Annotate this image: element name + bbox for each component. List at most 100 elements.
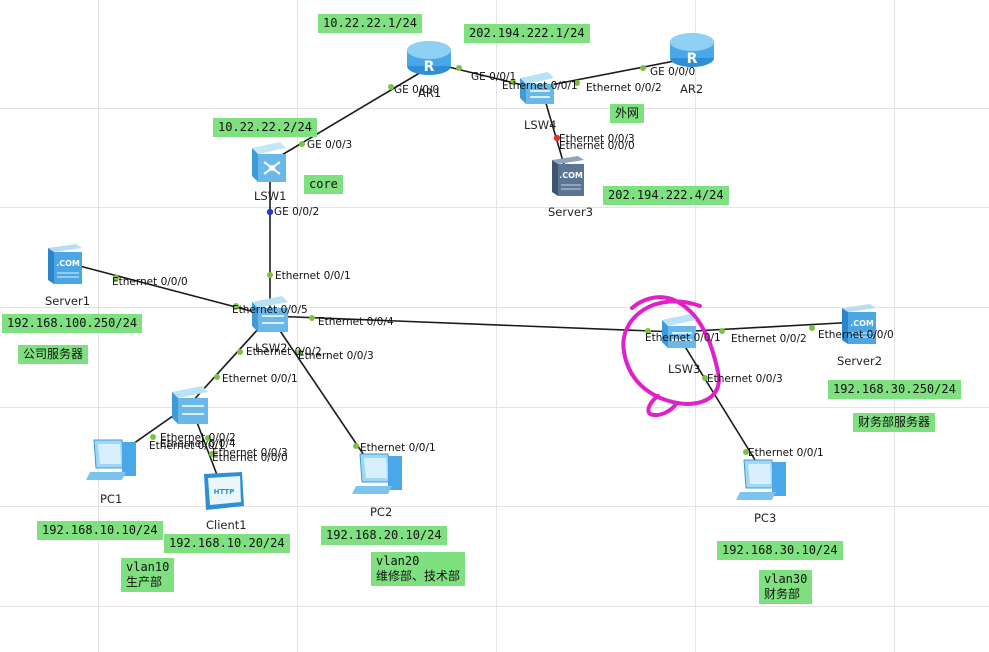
device-label-lsw1: LSW1 — [254, 189, 287, 203]
device-label-ar2: AR2 — [680, 82, 704, 96]
device-label-pc3: PC3 — [754, 511, 777, 525]
port-dot — [719, 328, 725, 334]
port-dot-blue — [266, 208, 274, 216]
port-dot — [237, 349, 243, 355]
port-dot — [150, 434, 156, 440]
switch-lsw4[interactable] — [518, 70, 556, 110]
port-label: Ethernet 0/0/1 — [645, 332, 721, 344]
note-pc3-ip[interactable]: 192.168.30.10/24 — [717, 541, 843, 560]
note-vlan10[interactable]: vlan10 生产部 — [121, 558, 175, 592]
link-lsw2-lsw3 — [269, 315, 677, 333]
port-dot — [388, 84, 394, 90]
device-label-lsw2: LSW2 — [255, 341, 288, 355]
pc-icon — [86, 439, 136, 480]
note-ar1-ip[interactable]: 10.22.22.1/24 — [318, 14, 422, 33]
note-server2-ip[interactable]: 192.168.30.250/24 — [828, 380, 961, 399]
switch-icon — [662, 314, 696, 348]
pc-pc2[interactable] — [352, 452, 404, 502]
port-label: Ethernet 0/0/0 — [818, 329, 894, 341]
port-dot — [267, 272, 273, 278]
svg-text:.COM: .COM — [559, 171, 583, 180]
grid-line — [0, 307, 989, 308]
note-lsw1-ip[interactable]: 10.22.22.2/24 — [213, 118, 317, 137]
port-label: Ethernet 0/0/1 — [275, 270, 351, 282]
switch-lsw1[interactable] — [248, 140, 290, 188]
switch-icon — [172, 386, 208, 424]
port-label: Ethernet 0/0/0 — [112, 276, 188, 288]
port-dot — [297, 349, 303, 355]
note-finance-server[interactable]: 财务部服务器 — [853, 413, 936, 432]
switch-lsw3[interactable] — [660, 312, 698, 354]
pc-pc1[interactable] — [86, 438, 138, 488]
server-server3[interactable]: .COM — [548, 154, 586, 202]
note-pc1-ip[interactable]: 192.168.10.10/24 — [37, 521, 163, 540]
svg-text:.COM: .COM — [850, 319, 874, 328]
http-client-icon: HTTP — [204, 472, 244, 510]
port-label: Ethernet 0/0/3 — [212, 447, 288, 459]
switch-icon — [252, 296, 288, 332]
port-label: Ethernet 0/0/1 — [502, 80, 578, 92]
pc-icon — [736, 459, 786, 500]
svg-text:R: R — [687, 51, 698, 67]
note-vlan20[interactable]: vlan20 维修部、技术部 — [371, 552, 466, 586]
port-label: Ethernet 0/0/1 — [360, 442, 436, 454]
switch-access[interactable] — [170, 384, 212, 430]
server-icon: .COM — [842, 304, 876, 344]
svg-text:.COM: .COM — [56, 259, 80, 268]
port-dot — [510, 79, 516, 85]
port-label: Ethernet 0/0/4 — [160, 438, 236, 450]
switch-lsw2[interactable] — [250, 294, 292, 338]
note-pc2-ip[interactable]: 192.168.20.10/24 — [321, 526, 447, 545]
pc-icon — [352, 453, 402, 494]
server-server1[interactable]: .COM — [44, 242, 86, 290]
port-label: GE 0/0/2 — [274, 206, 320, 218]
server-server2[interactable]: .COM — [838, 302, 880, 350]
device-label-server2: Server2 — [837, 354, 883, 368]
pc-pc3[interactable] — [736, 458, 788, 508]
port-label: Ethernet 0/0/2 — [731, 333, 807, 345]
client-client1[interactable]: HTTP — [198, 470, 248, 518]
router-icon: R — [670, 33, 714, 67]
router-ar1[interactable]: R — [405, 38, 453, 82]
port-dot — [743, 449, 749, 455]
grid-line — [0, 606, 989, 607]
port-dot — [233, 303, 239, 309]
port-label: Ethernet 0/0/1 — [149, 440, 225, 452]
port-label: Ethernet 0/0/2 — [586, 82, 662, 94]
port-dot — [309, 315, 315, 321]
note-server1-ip[interactable]: 192.168.100.250/24 — [2, 314, 143, 333]
port-label: GE 0/0/0 — [650, 66, 696, 78]
port-label: Ethernet 0/0/3 — [707, 373, 783, 385]
note-client1-ip[interactable]: 192.168.10.20/24 — [164, 534, 290, 553]
router-ar2[interactable]: R — [668, 30, 716, 74]
note-ar1-wan-ip[interactable]: 202.194.222.1/24 — [464, 24, 590, 43]
port-dot — [353, 443, 359, 449]
grid-line — [0, 407, 989, 408]
port-dot — [214, 374, 220, 380]
device-label-pc1: PC1 — [100, 492, 123, 506]
link-lsw4-ar2 — [534, 57, 691, 89]
core-switch-icon — [252, 142, 286, 182]
port-dot — [809, 325, 815, 331]
note-extnet[interactable]: 外网 — [610, 104, 645, 123]
note-vlan30[interactable]: vlan30 财务部 — [759, 570, 813, 604]
port-label: GE 0/0/1 — [471, 71, 517, 83]
port-dot-red — [553, 134, 561, 142]
port-dot — [299, 141, 305, 147]
device-label-pc2: PC2 — [370, 505, 393, 519]
device-label-server1: Server1 — [45, 294, 91, 308]
port-label: Ethernet 0/0/1 — [222, 373, 298, 385]
port-dot — [205, 435, 211, 441]
port-dot — [456, 65, 462, 71]
note-core[interactable]: core — [304, 175, 343, 194]
port-label: Ethernet 0/0/2 — [246, 346, 322, 358]
note-server3-ip[interactable]: 202.194.222.4/24 — [603, 186, 729, 205]
server-icon: .COM — [48, 244, 82, 284]
device-label-client1: Client1 — [206, 518, 247, 532]
port-label: Ethernet 0/0/1 — [748, 447, 824, 459]
note-company-server[interactable]: 公司服务器 — [18, 345, 89, 364]
link-lsw4-server3 — [544, 99, 566, 169]
grid-line — [297, 0, 298, 652]
